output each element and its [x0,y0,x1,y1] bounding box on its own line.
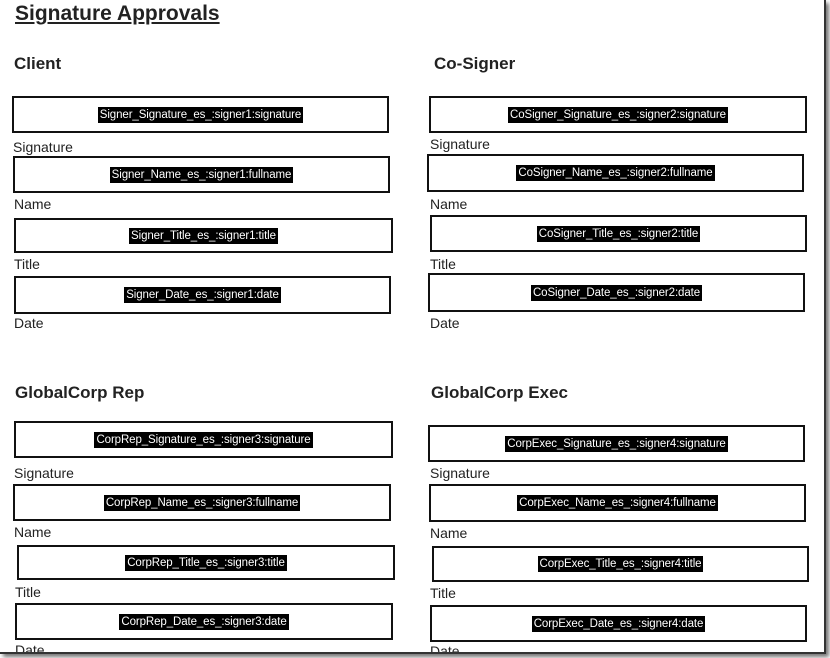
name-field-signer3[interactable]: CorpRep_Name_es_:signer3:fullname [13,484,391,521]
field-tag: CorpRep_Name_es_:signer3:fullname [103,494,301,511]
field-tag: CorpRep_Title_es_:signer3:title [125,554,287,571]
section-heading-cosigner: Co-Signer [434,54,516,73]
title-field-signer1[interactable]: Signer_Title_es_:signer1:title [14,218,393,253]
field-label: Title [430,256,456,272]
field-label: Title [14,256,40,272]
date-field-signer1[interactable]: Signer_Date_es_:signer1:date [14,276,391,314]
field-tag: Signer_Signature_es_:signer1:signature [97,106,304,123]
field-tag: CorpRep_Date_es_:signer3:date [119,613,289,630]
field-label: Title [430,585,456,601]
field-tag: CorpRep_Signature_es_:signer3:signature [94,431,313,448]
date-field-signer4[interactable]: CorpExec_Date_es_:signer4:date [430,605,807,642]
field-tag: CoSigner_Date_es_:signer2:date [530,284,703,301]
field-label: Name [430,525,468,541]
signature-field-signer1[interactable]: Signer_Signature_es_:signer1:signature [12,96,389,133]
field-label: Name [14,524,52,540]
field-label: Date [15,642,45,654]
field-label: Signature [13,139,73,155]
field-label: Date [430,643,460,654]
title-field-signer4[interactable]: CorpExec_Title_es_:signer4:title [432,546,809,582]
field-tag: Signer_Title_es_:signer1:title [129,227,278,244]
name-field-signer1[interactable]: Signer_Name_es_:signer1:fullname [13,156,390,193]
signature-field-signer3[interactable]: CorpRep_Signature_es_:signer3:signature [14,421,393,458]
section-heading-globalcorp-rep: GlobalCorp Rep [15,383,145,402]
field-label: Signature [430,136,490,152]
field-label: Date [430,315,460,331]
page-title: Signature Approvals [15,2,220,25]
field-tag: CorpExec_Name_es_:signer4:fullname [517,495,718,511]
section-heading-client: Client [14,54,62,73]
date-field-signer2[interactable]: CoSigner_Date_es_:signer2:date [428,273,805,312]
field-label: Title [15,584,41,600]
signature-field-signer2[interactable]: CoSigner_Signature_es_:signer2:signature [429,96,807,133]
field-label: Signature [14,465,74,481]
field-tag: Signer_Date_es_:signer1:date [124,287,281,303]
title-field-signer3[interactable]: CorpRep_Title_es_:signer3:title [17,545,395,580]
name-field-signer2[interactable]: CoSigner_Name_es_:signer2:fullname [427,154,804,192]
date-field-signer3[interactable]: CorpRep_Date_es_:signer3:date [15,603,393,640]
field-tag: CorpExec_Signature_es_:signer4:signature [505,435,728,452]
field-label: Signature [430,465,490,481]
field-label: Date [14,315,44,331]
field-tag: CoSigner_Signature_es_:signer2:signature [508,106,728,123]
field-tag: Signer_Name_es_:signer1:fullname [109,166,294,183]
signature-field-signer4[interactable]: CorpExec_Signature_es_:signer4:signature [428,425,805,462]
name-field-signer4[interactable]: CorpExec_Name_es_:signer4:fullname [429,484,806,522]
field-tag: CoSigner_Title_es_:signer2:title [536,225,701,242]
field-tag: CoSigner_Name_es_:signer2:fullname [516,165,715,181]
field-tag: CorpExec_Date_es_:signer4:date [531,615,706,632]
field-label: Name [14,196,52,212]
field-tag: CorpExec_Title_es_:signer4:title [537,556,704,572]
title-field-signer2[interactable]: CoSigner_Title_es_:signer2:title [430,215,807,252]
field-label: Name [430,196,468,212]
section-heading-globalcorp-exec: GlobalCorp Exec [431,383,568,402]
